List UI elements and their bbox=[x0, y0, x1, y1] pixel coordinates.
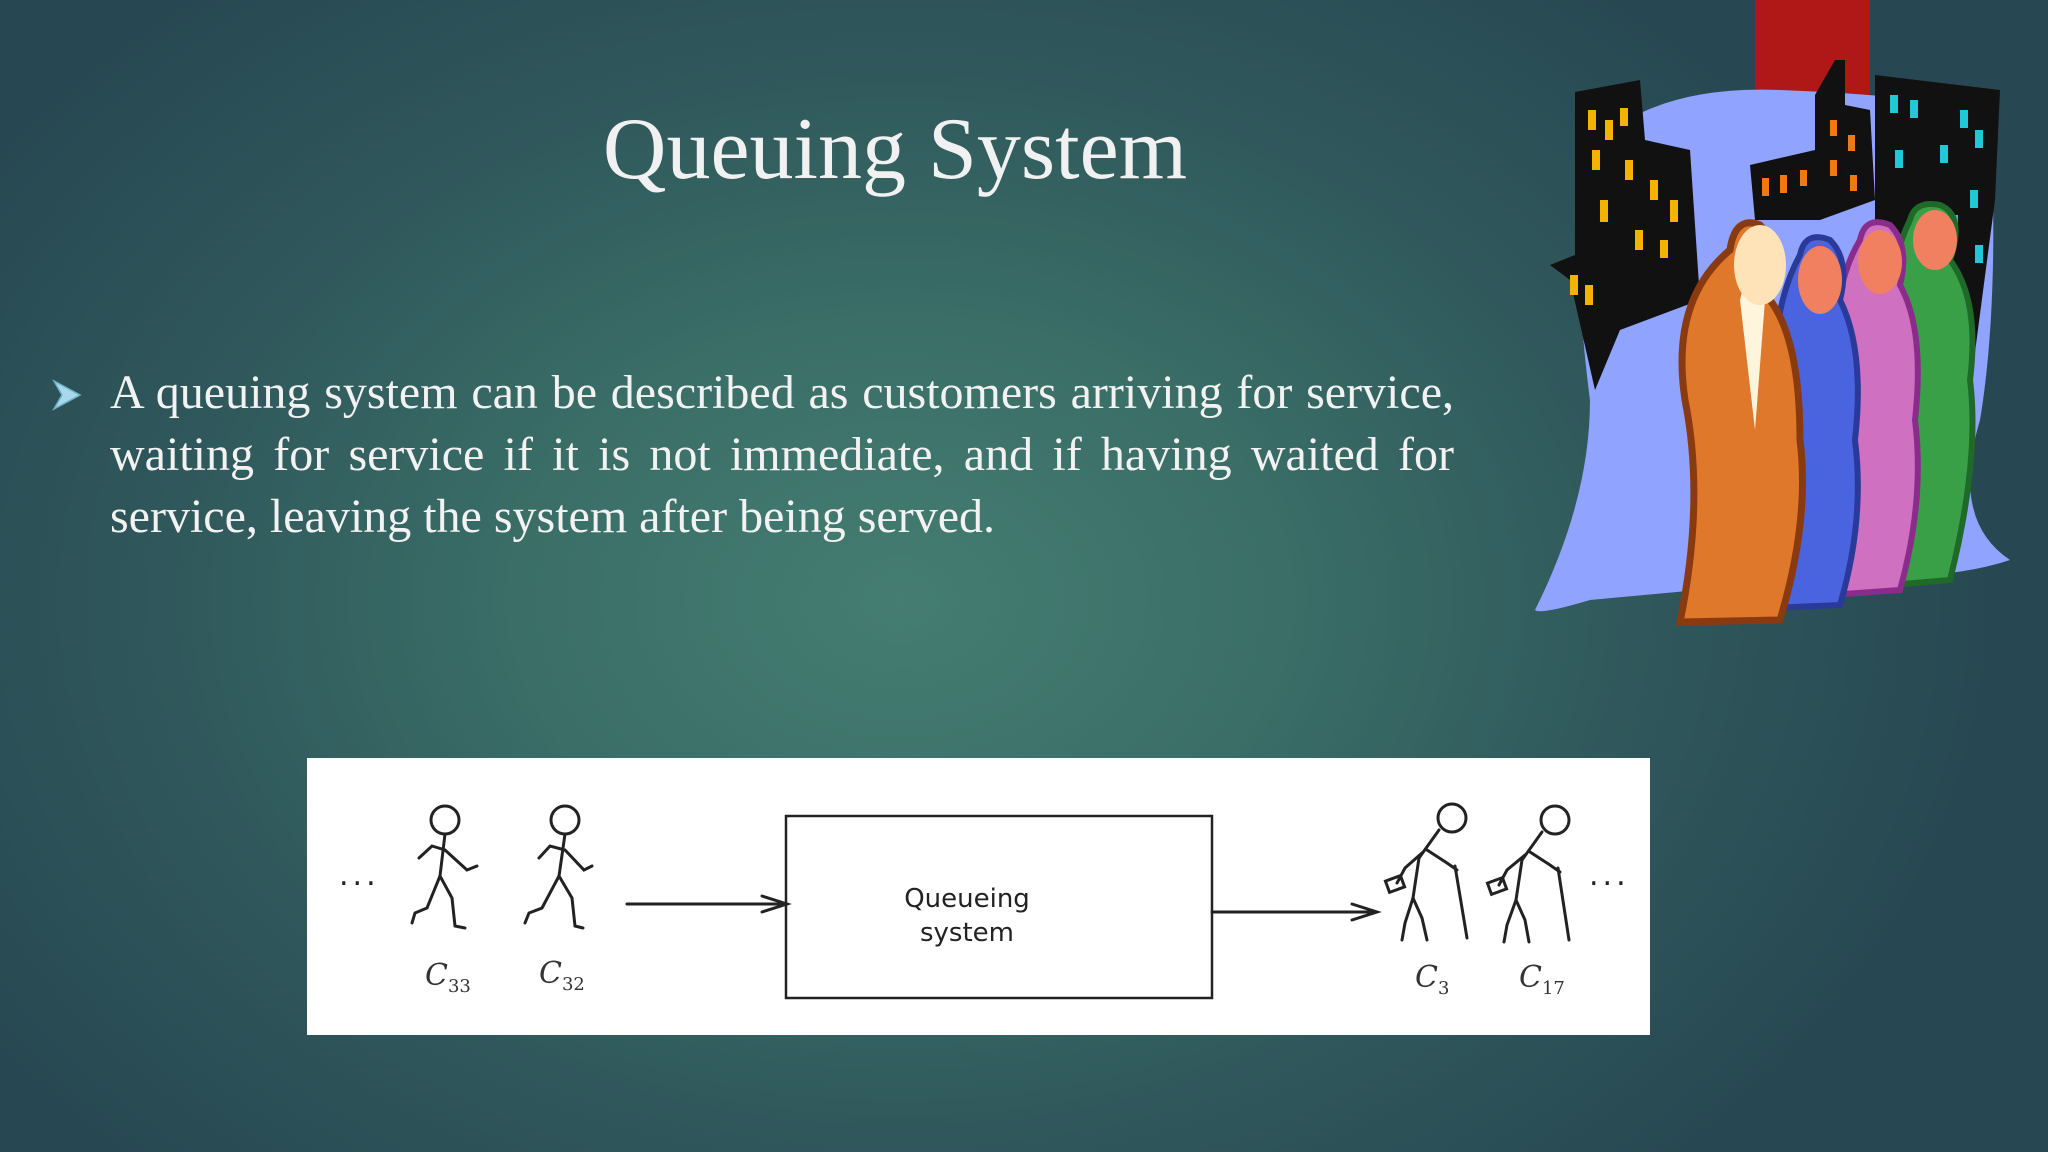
bullet-text: A queuing system can be described as cus… bbox=[110, 366, 1454, 543]
slide-title: Queuing System bbox=[602, 101, 1188, 198]
arrowhead-bullet-icon bbox=[52, 379, 82, 411]
customer-label: C33 bbox=[425, 958, 471, 997]
walking-person-icon bbox=[523, 804, 594, 930]
elderly-person-with-cane-icon bbox=[1485, 804, 1571, 944]
queueing-diagram: ... ... Queueing system C33 C32 C3 C17 bbox=[307, 758, 1650, 1035]
ellipsis-right: ... bbox=[1589, 858, 1630, 893]
city-people-clipart bbox=[1535, 0, 2010, 626]
ellipsis-left: ... bbox=[339, 858, 380, 893]
customer-label: C32 bbox=[539, 956, 585, 995]
walking-person-icon bbox=[410, 804, 479, 930]
customer-label: C3 bbox=[1415, 960, 1450, 999]
customer-label: C17 bbox=[1519, 960, 1565, 999]
queueing-diagram-drawing bbox=[410, 802, 1571, 1000]
box-label-line2: system bbox=[920, 918, 1014, 948]
elderly-person-with-cane-icon bbox=[1383, 802, 1469, 942]
box-label-line1: Queueing bbox=[904, 884, 1030, 914]
